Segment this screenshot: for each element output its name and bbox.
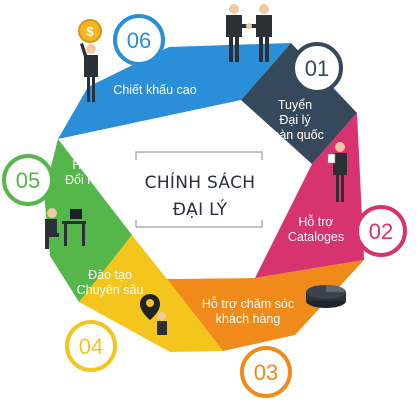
badge-05-number: 05 <box>16 168 40 193</box>
segment-06-label: Chiết khấu cao <box>100 83 210 98</box>
pie-chart-icon <box>306 285 346 308</box>
handshake-people-icon <box>226 4 272 62</box>
center-frame-bottom <box>135 220 263 228</box>
badge-02-number: 02 <box>369 219 393 244</box>
segment-04-label-line1: Đào tạo <box>88 268 132 282</box>
segment-02-label-line2: Cataloges <box>287 230 345 244</box>
segment-01 <box>241 43 357 164</box>
segment-04-label: Đào tạo Chuyên sâu <box>72 268 148 298</box>
badge-02: 02 <box>355 205 407 257</box>
badge-03-number: 03 <box>254 360 278 385</box>
location-pin-person-icon <box>140 294 167 335</box>
presenter-icon <box>327 142 347 202</box>
badge-06-number: 06 <box>127 28 151 53</box>
badge-04: 04 <box>65 320 117 372</box>
segment-05-label: Hỗ trợ Đổi hàng <box>52 158 128 188</box>
badge-03: 03 <box>240 346 292 398</box>
segment-03-label-line2: khách hàng <box>215 312 281 326</box>
coin-person-icon: $ <box>78 19 102 102</box>
segment-06 <box>58 43 291 139</box>
badge-04-number: 04 <box>79 334 103 359</box>
segment-05-label-line1: Hỗ trợ <box>72 158 108 172</box>
badge-06: 06 <box>113 14 165 66</box>
segment-02-label: Hỗ trợ Cataloges <box>270 215 362 245</box>
segment-04 <box>79 235 223 352</box>
segment-01-label-line3: Toàn quốc <box>266 128 324 142</box>
segment-03 <box>167 260 364 351</box>
center-hexagon <box>132 100 292 279</box>
segment-03-label-line1: Hỗ trợ chăm sóc <box>201 297 295 311</box>
segment-04-label-line2: Chuyên sâu <box>76 283 144 297</box>
segment-02-label-line1: Hỗ trợ <box>298 215 334 229</box>
segment-01-label-line1: Tuyển <box>277 98 313 112</box>
segment-06-label-line1: Chiết khấu cao <box>113 83 197 97</box>
center-frame-top <box>135 151 263 160</box>
badge-01: 01 <box>291 42 343 94</box>
center-title-line1: CHÍNH SÁCH <box>144 173 256 193</box>
badge-01-number: 01 <box>305 56 329 81</box>
segment-05 <box>44 139 132 302</box>
segment-01-label: Tuyển Đại lý Toàn quốc <box>246 98 344 143</box>
desk-worker-icon <box>45 208 86 249</box>
segment-03-label: Hỗ trợ chăm sóc khách hàng <box>188 297 308 327</box>
center-title: CHÍNH SÁCH ĐẠI LÝ <box>136 170 264 224</box>
segment-01-label-line2: Đại lý <box>279 113 311 127</box>
svg-text:$: $ <box>86 24 94 39</box>
badge-05: 05 <box>2 154 54 206</box>
segment-05-label-line2: Đổi hàng <box>64 173 116 187</box>
center-title-line2: ĐẠI LÝ <box>172 200 228 220</box>
